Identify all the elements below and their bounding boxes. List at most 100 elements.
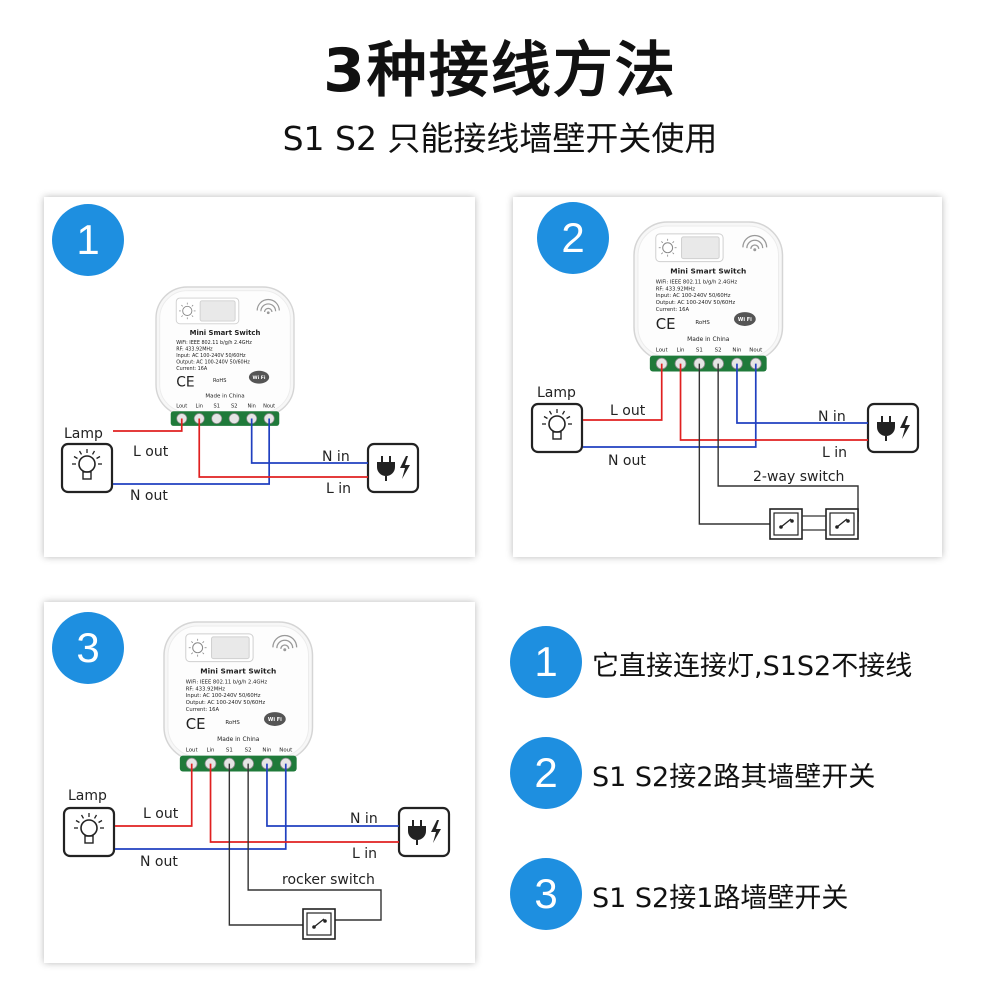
terminal-screw (228, 413, 240, 424)
wire-s1-3 (228, 763, 305, 926)
switch-plate (829, 512, 855, 536)
terminal-label: S2 (245, 748, 252, 754)
module-button-cap (681, 236, 720, 260)
light-ray (202, 641, 205, 644)
wire-n-out-2 (583, 363, 757, 448)
terminal-label: Nin (247, 404, 255, 410)
device-spec-line: Output: AC 100-240V 50/60Hz (176, 359, 250, 365)
n-in-label-3: N in (350, 811, 378, 827)
device-name: Mini Smart Switch (190, 329, 261, 337)
device-spec-line: RF: 433.92MHz (176, 346, 213, 352)
wifi-signal-icon (272, 634, 298, 652)
terminal-label: S1 (696, 348, 703, 354)
device-spec-line: Output: AC 100-240V 50/60Hz (656, 300, 736, 306)
module-button-cap (211, 636, 250, 660)
l-out-label-3: L out (143, 806, 179, 822)
device-spec-line: Input: AC 100-240V 50/60Hz (656, 293, 731, 299)
terminal-label: Nout (279, 748, 292, 754)
device-name: Mini Smart Switch (200, 666, 276, 675)
l-out-label-2: L out (610, 403, 646, 419)
light-ray (181, 315, 183, 318)
terminal-label: Lin (677, 348, 685, 354)
light-ray (661, 241, 664, 244)
legend-badge-1: 1 (510, 626, 582, 698)
n-in-label-2: N in (818, 409, 846, 425)
bulb-ray (548, 410, 553, 415)
wifi-signal-icon (742, 234, 768, 252)
terminal-label: Lout (186, 748, 198, 754)
bulb-base (84, 835, 94, 844)
n-out-label-1: N out (130, 488, 168, 504)
switch-lever (836, 518, 848, 528)
rocker-switch-label: rocker switch (282, 872, 375, 888)
plug-icon (877, 422, 895, 436)
lamp-2 (530, 402, 584, 454)
light-ray (191, 652, 194, 655)
switch-plate (306, 912, 332, 936)
bulb-ray (98, 819, 103, 824)
module-button-cap (199, 300, 236, 322)
power-source-2 (866, 402, 920, 454)
lamp-label-2: Lamp (537, 385, 576, 401)
wifi-arc (263, 307, 273, 313)
terminal-label: Nout (749, 348, 762, 354)
wire-l-out-2 (583, 363, 663, 421)
legend-badge-2: 2 (510, 737, 582, 809)
panel-number-badge-2: 2 (537, 202, 609, 274)
switch-contact (790, 519, 794, 523)
plug-icon (377, 462, 395, 476)
lamp-box (62, 806, 116, 858)
bulb-ray (78, 450, 83, 455)
rohs-mark: RoHS (695, 320, 710, 326)
legend-text-2: S1 S2接2路其墙壁开关 (592, 762, 876, 793)
terminal-label: S1 (226, 748, 233, 754)
bulb-ray (91, 450, 96, 455)
terminal-label: Lout (656, 348, 668, 354)
bulb-ray (561, 410, 566, 415)
bulb-ray (93, 814, 98, 819)
made-in-text: Made in China (687, 336, 730, 343)
wire-l-in-2 (679, 363, 868, 441)
n-out-label-3: N out (140, 854, 178, 870)
terminal-label: Nout (263, 404, 275, 410)
power-source-3 (397, 806, 451, 858)
wifi-logo-text: Wi Fi (738, 317, 752, 323)
terminal-label: Nin (732, 348, 741, 354)
legend-text-1: 它直接连接灯,S1S2不接线 (592, 651, 913, 682)
bulb-ray (566, 415, 571, 420)
device-spec-line: RF: 433.92MHz (656, 286, 695, 292)
light-ray (661, 252, 664, 255)
switch-lever (313, 918, 325, 928)
terminal-label: Nin (262, 748, 271, 754)
terminal-label: Lout (176, 404, 187, 410)
switch-contact (846, 519, 850, 523)
light-ray (191, 304, 194, 307)
device-spec-line: Input: AC 100-240V 50/60Hz (186, 693, 261, 699)
wifi-arc (742, 234, 768, 248)
ce-mark: CE (176, 374, 194, 390)
terminal-label: Lin (196, 404, 203, 410)
l-in-label-2: L in (822, 445, 847, 461)
device-spec-line: WiFi: IEEE 802.11 b/g/h 2.4GHz (186, 679, 268, 685)
ce-mark: CE (186, 715, 206, 733)
bulb-ray (75, 819, 80, 824)
wifi-dot (753, 248, 757, 252)
lamp-box (530, 402, 584, 454)
device-spec-line: Input: AC 100-240V 50/60Hz (176, 353, 246, 359)
light-ray (191, 315, 194, 318)
bulb-ray (73, 455, 78, 460)
wifi-arc (746, 239, 764, 249)
n-in-label-1: N in (322, 449, 350, 465)
wifi-arc (280, 644, 290, 650)
switch-lever (780, 518, 792, 528)
wifi-logo (733, 312, 756, 326)
plug-icon (408, 826, 426, 840)
bulb-ray (96, 455, 101, 460)
wire-l-out-1 (113, 418, 183, 432)
light-indicator-icon (662, 242, 674, 254)
l-in-label-1: L in (326, 481, 351, 497)
lamp-label-1: Lamp (64, 426, 103, 442)
page-subtitle: S1 S2 只能接线墙壁开关使用 (282, 119, 718, 158)
